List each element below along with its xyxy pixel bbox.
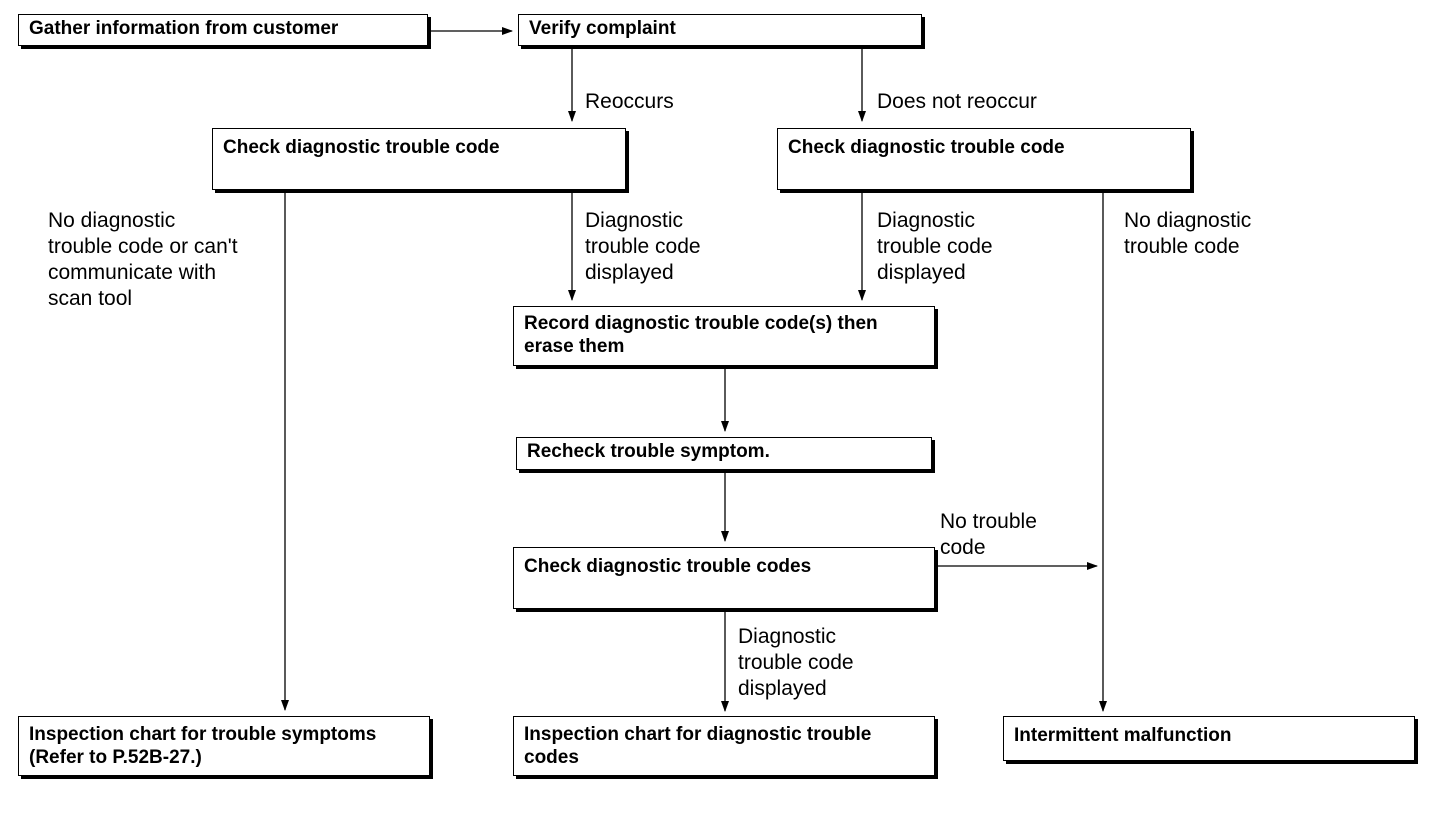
inspection-symptoms-text-line1: Inspection chart for trouble symptoms: [29, 724, 377, 745]
label-no-dtc-left-line4: scan tool: [48, 287, 133, 310]
label-no-dtc-right-line2: trouble code: [1124, 235, 1240, 258]
intermittent-malfunction-text: Intermittent malfunction: [1014, 725, 1232, 746]
verify-complaint-text: Verify complaint: [529, 18, 676, 39]
label-dtc-displayed-left-line3: displayed: [585, 261, 674, 284]
gather-information-box: Gather information from customer: [18, 14, 428, 46]
recheck-symptom-text: Recheck trouble symptom.: [527, 441, 770, 462]
label-dtc-displayed-bottom: Diagnostic trouble code displayed: [738, 624, 854, 702]
verify-complaint-box: Verify complaint: [518, 14, 922, 46]
inspection-codes-text-line1: Inspection chart for diagnostic trouble: [524, 724, 872, 745]
label-dtc-displayed-right-line2: trouble code: [877, 235, 993, 258]
record-dtc-text-line2: erase them: [524, 336, 625, 357]
label-dtc-displayed-bottom-line3: displayed: [738, 677, 827, 700]
label-dtc-displayed-bottom-line2: trouble code: [738, 651, 854, 674]
label-dtc-displayed-bottom-line1: Diagnostic: [738, 625, 837, 648]
label-no-dtc-right: No diagnostic trouble code: [1124, 208, 1251, 260]
label-dtc-displayed-left: Diagnostic trouble code displayed: [585, 208, 701, 286]
label-no-dtc-right-line1: No diagnostic: [1124, 209, 1252, 232]
gather-information-text: Gather information from customer: [29, 18, 339, 39]
check-dtcs-box: Check diagnostic trouble codes: [513, 547, 935, 609]
check-dtc-left-box: Check diagnostic trouble code: [212, 128, 626, 190]
label-does-not-reoccur: Does not reoccur: [877, 90, 1037, 113]
label-dtc-displayed-right-line1: Diagnostic: [877, 209, 976, 232]
inspection-codes-text-line2: codes: [524, 747, 579, 768]
label-dtc-displayed-right: Diagnostic trouble code displayed: [877, 208, 993, 286]
label-dtc-displayed-left-line1: Diagnostic: [585, 209, 684, 232]
check-dtc-left-text: Check diagnostic trouble code: [223, 137, 500, 158]
inspection-symptoms-text-line2: (Refer to P.52B-27.): [29, 747, 202, 768]
label-no-dtc-left-line1: No diagnostic: [48, 209, 176, 232]
inspection-symptoms-box: Inspection chart for trouble symptoms (R…: [18, 716, 430, 776]
label-no-trouble-code-line1: No trouble: [940, 510, 1037, 533]
intermittent-malfunction-box: Intermittent malfunction: [1003, 716, 1415, 761]
label-no-trouble-code-line2: code: [940, 536, 986, 559]
check-dtc-right-box: Check diagnostic trouble code: [777, 128, 1191, 190]
label-dtc-displayed-right-line3: displayed: [877, 261, 966, 284]
label-dtc-displayed-left-line2: trouble code: [585, 235, 701, 258]
label-no-dtc-left-line2: trouble code or can't: [48, 235, 238, 258]
label-no-dtc-left-line3: communicate with: [48, 261, 217, 284]
label-no-trouble-code: No trouble code: [940, 509, 1037, 561]
recheck-symptom-box: Recheck trouble symptom.: [516, 437, 932, 470]
inspection-codes-box: Inspection chart for diagnostic trouble …: [513, 716, 935, 776]
label-reoccurs: Reoccurs: [585, 90, 674, 113]
record-dtc-box: Record diagnostic trouble code(s) then e…: [513, 306, 935, 366]
record-dtc-text-line1: Record diagnostic trouble code(s) then: [524, 313, 878, 334]
check-dtc-right-text: Check diagnostic trouble code: [788, 137, 1065, 158]
label-no-dtc-left: No diagnostic trouble code or can't comm…: [48, 208, 238, 312]
check-dtcs-text: Check diagnostic trouble codes: [524, 556, 812, 577]
